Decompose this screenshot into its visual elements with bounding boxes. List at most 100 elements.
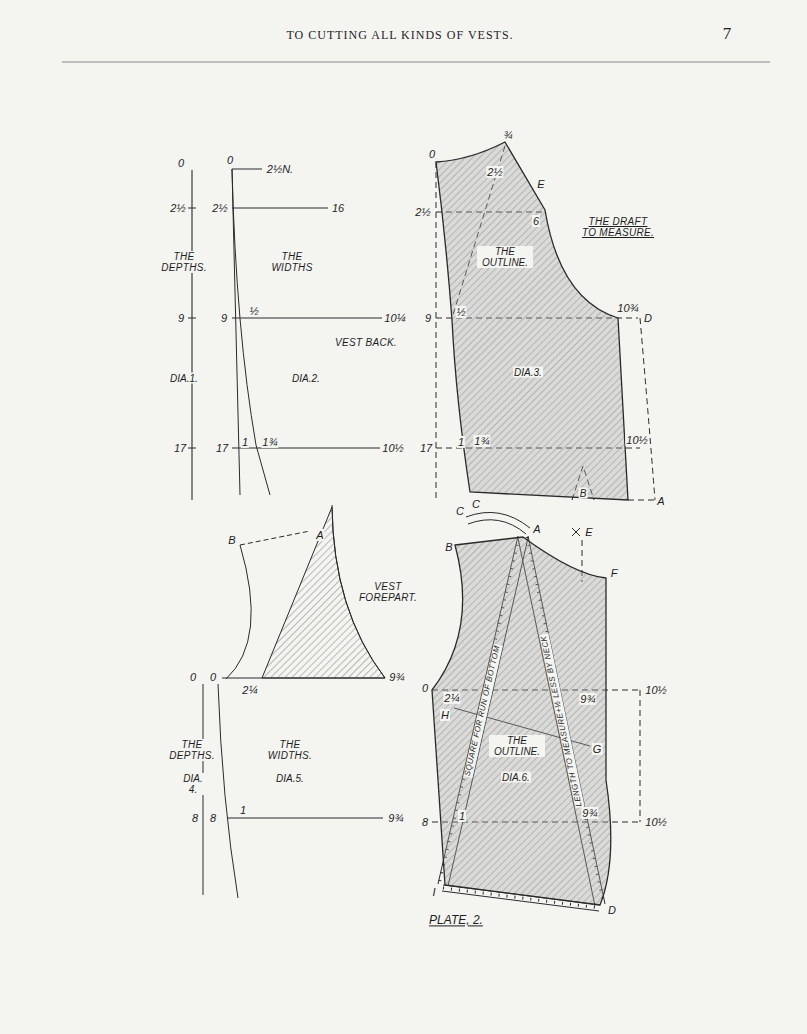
label-holder: 10½ bbox=[644, 816, 667, 828]
piece-outline bbox=[432, 537, 611, 905]
label-holder: DIA.5. bbox=[275, 773, 305, 784]
dimension: 9 bbox=[177, 312, 185, 324]
dimension: 10½ bbox=[644, 816, 667, 828]
label-holder: 6 bbox=[532, 215, 540, 227]
label-holder: G bbox=[592, 743, 603, 755]
dimension: 10¼ bbox=[383, 312, 406, 324]
diagram-number: DIA.2. bbox=[291, 373, 321, 384]
running-head: TO CUTTING ALL KINDS OF VESTS. bbox=[285, 29, 514, 42]
label-holder: E bbox=[536, 178, 545, 190]
dimension: 0 bbox=[209, 671, 217, 683]
label-holder: 1 bbox=[457, 436, 465, 448]
dimension: 9¾ bbox=[579, 693, 596, 705]
label-holder: THE DEPTHS. bbox=[158, 251, 210, 273]
dimension: 1 bbox=[241, 436, 249, 448]
label-holder: E bbox=[584, 526, 593, 538]
dimension: 8 bbox=[209, 812, 217, 824]
point-letter: A bbox=[656, 495, 665, 507]
label-holder: 2½ bbox=[169, 202, 186, 214]
label-holder: 8 bbox=[421, 816, 429, 828]
dimension: 10¾ bbox=[616, 302, 639, 314]
header-rule bbox=[62, 62, 770, 63]
dimension: 16 bbox=[331, 202, 345, 214]
pattern-piece: THE OUTLINE. DIA.6. bbox=[425, 525, 625, 920]
dimension: 1 bbox=[239, 804, 247, 816]
piece-text-holder: THE OUTLINE. bbox=[489, 735, 545, 757]
forepart-construction bbox=[222, 678, 385, 818]
label-holder: 0 bbox=[226, 154, 234, 166]
point-letter: C bbox=[471, 498, 481, 510]
diagram-number: DIA. 4. bbox=[180, 773, 206, 795]
label-holder: B bbox=[227, 534, 236, 546]
depth-scale bbox=[188, 170, 196, 500]
piece-outline bbox=[415, 135, 665, 515]
dimension: 9 bbox=[424, 312, 432, 324]
pattern-piece: THE OUTLINE. DIA.3. bbox=[415, 135, 665, 515]
point-letter: F bbox=[610, 567, 619, 579]
label-holder: 17 bbox=[173, 442, 187, 454]
label-holder: 2½ bbox=[211, 202, 228, 214]
piece-text-holder: DIA.6. bbox=[501, 772, 531, 783]
label-holder: 9 bbox=[220, 312, 228, 324]
dimension: 6 bbox=[532, 215, 540, 227]
diagram-number: DIA.6. bbox=[501, 772, 531, 783]
label-holder: 8 bbox=[191, 812, 199, 824]
piece-edge bbox=[432, 537, 611, 905]
label-holder: H bbox=[440, 709, 450, 721]
dimension: 10½ bbox=[625, 434, 648, 446]
label-holder: 16 bbox=[331, 202, 345, 214]
label-holder: THE DRAFT TO MEASURE. bbox=[580, 216, 656, 238]
diagram-number: DIA.3. bbox=[513, 367, 543, 378]
label-holder: 10¾ bbox=[616, 302, 639, 314]
label-holder: ½ bbox=[248, 305, 259, 317]
label-holder: 2¼ bbox=[443, 692, 460, 704]
label-holder: 9¾ bbox=[388, 671, 405, 683]
label-holder: 17 bbox=[215, 442, 229, 454]
heading: THE WIDTHS bbox=[265, 251, 319, 273]
label-holder: 9 bbox=[177, 312, 185, 324]
forepart-draft-guides bbox=[466, 512, 530, 534]
dimension: 0 bbox=[177, 157, 185, 169]
dimension: 2½ bbox=[169, 202, 186, 214]
heading: THE DRAFT TO MEASURE. bbox=[580, 216, 656, 238]
label-holder: VEST FOREPART. bbox=[356, 581, 420, 603]
label-holder: 10½ bbox=[625, 434, 648, 446]
dimension: 17 bbox=[173, 442, 187, 454]
label-holder: 2½ bbox=[414, 206, 431, 218]
dimension: 0 bbox=[226, 154, 234, 166]
label-holder: 10½ bbox=[644, 684, 667, 696]
label-holder: 9¾ bbox=[579, 693, 596, 705]
dimension: 17 bbox=[419, 442, 433, 454]
piece-outline bbox=[425, 525, 625, 920]
label-holder: 0 bbox=[428, 148, 436, 160]
dimension: 0 bbox=[189, 671, 197, 683]
label-holder: 17 bbox=[419, 442, 433, 454]
dimension: 9¾ bbox=[387, 812, 404, 824]
label-holder: DIA. 4. bbox=[180, 773, 206, 795]
dimension: 2½ bbox=[211, 202, 228, 214]
label-holder: D bbox=[643, 312, 653, 324]
heading: THE WIDTHS. bbox=[263, 739, 317, 761]
label-holder: D bbox=[607, 904, 617, 916]
dimension: 2¼ bbox=[443, 692, 460, 704]
depth-scale bbox=[188, 170, 196, 500]
label-holder: 10½ bbox=[381, 442, 404, 454]
label-holder: 0 bbox=[209, 671, 217, 683]
point-letter: E bbox=[584, 526, 593, 538]
label-holder: 2½ bbox=[486, 166, 503, 178]
label-holder: 9¾ bbox=[581, 807, 598, 819]
label-holder: 2½N. bbox=[266, 163, 294, 175]
running-head-holder: TO CUTTING ALL KINDS OF VESTS. bbox=[285, 29, 514, 42]
piece-text-holder: THE OUTLINE. bbox=[477, 246, 533, 268]
point-letter: D bbox=[643, 312, 653, 324]
dimension: ½ bbox=[455, 306, 466, 318]
dimension: 8 bbox=[191, 812, 199, 824]
piece-edge bbox=[436, 142, 628, 500]
label-holder: 0 bbox=[189, 671, 197, 683]
plate-caption-holder: PLATE, 2. bbox=[428, 914, 484, 927]
forepart-draft-guides bbox=[572, 528, 580, 536]
diagram-number: DIA.1. bbox=[169, 373, 199, 384]
label-holder: A bbox=[532, 523, 541, 535]
piece-shade bbox=[436, 142, 628, 500]
